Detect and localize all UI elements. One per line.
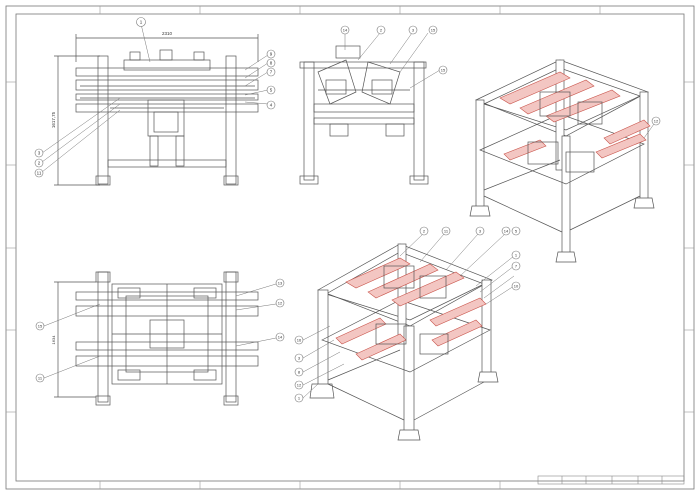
front-view-leaders xyxy=(41,23,269,173)
zone-markers xyxy=(6,6,694,489)
iso-view-upper xyxy=(469,59,655,263)
balloon xyxy=(266,49,276,59)
balloon-label: 7 xyxy=(515,264,518,269)
balloon-label: 3 xyxy=(479,229,482,234)
balloon xyxy=(419,226,429,236)
balloon xyxy=(34,168,44,178)
balloon xyxy=(275,298,285,308)
balloon-label: 3 xyxy=(38,151,41,156)
balloon xyxy=(441,226,451,236)
balloon-label: 12 xyxy=(654,119,659,124)
iso-upper-leaders xyxy=(643,123,655,139)
balloon xyxy=(34,158,44,168)
balloon xyxy=(34,148,44,158)
balloon xyxy=(501,226,511,236)
balloon xyxy=(266,58,276,68)
sheet-outer-border xyxy=(5,5,695,490)
title-block xyxy=(537,475,685,485)
balloon-label: 2 xyxy=(38,161,41,166)
balloon xyxy=(266,67,276,77)
balloon-label: 15 xyxy=(431,28,436,33)
balloon xyxy=(294,335,304,345)
balloon xyxy=(294,380,304,390)
side-view xyxy=(299,45,429,185)
balloon-label: 8 xyxy=(270,61,273,66)
side-view-leaders xyxy=(344,32,441,89)
balloon-label: 12 xyxy=(297,383,302,388)
iso-view-lower xyxy=(309,243,499,441)
balloon-label: 14 xyxy=(343,28,348,33)
balloon-label: 3 xyxy=(412,28,415,33)
balloon-label: 2 xyxy=(423,229,426,234)
balloon xyxy=(511,281,521,291)
balloon xyxy=(428,25,438,35)
balloon xyxy=(340,25,350,35)
top-view-leaders xyxy=(43,283,277,379)
front-width-dim: 2310 xyxy=(162,31,173,36)
front-view xyxy=(54,34,259,186)
balloon-label: 5 xyxy=(270,88,273,93)
balloon-label: 7 xyxy=(270,70,273,75)
balloon-label: 8 xyxy=(298,370,301,375)
balloon xyxy=(35,373,45,383)
balloon-label: 5 xyxy=(515,229,518,234)
balloon xyxy=(294,367,304,377)
balloon-label: 1 xyxy=(515,253,518,258)
balloon-label: 15 xyxy=(441,68,446,73)
balloon xyxy=(511,250,521,260)
balloon xyxy=(475,226,485,236)
balloon xyxy=(408,25,418,35)
balloon-label: 15 xyxy=(38,324,43,329)
iso-lower-balloons xyxy=(294,226,521,403)
iso-upper-balloons xyxy=(651,116,661,126)
balloon-label: 9 xyxy=(270,52,273,57)
top-view xyxy=(54,271,259,406)
balloon-label: 1 xyxy=(140,20,143,25)
balloon-label: 12 xyxy=(278,301,283,306)
balloon xyxy=(511,261,521,271)
top-view-balloons xyxy=(35,278,285,383)
balloon xyxy=(35,321,45,331)
balloon-label: 13 xyxy=(278,281,283,286)
top-depth-dim: 1634 xyxy=(51,335,56,345)
balloon xyxy=(275,278,285,288)
balloon-label: 14 xyxy=(278,335,283,340)
balloon xyxy=(438,65,448,75)
iso-lower-leaders xyxy=(302,233,515,399)
balloon-label: 16 xyxy=(297,338,302,343)
balloon-label: 4 xyxy=(270,103,273,108)
balloon xyxy=(651,116,661,126)
balloon xyxy=(511,226,521,236)
balloon-label: 3 xyxy=(298,356,301,361)
front-height-dim: 1617,75 xyxy=(51,111,56,128)
balloon xyxy=(294,393,304,403)
balloon xyxy=(376,25,386,35)
sheet-inner-border xyxy=(15,13,685,482)
balloon xyxy=(294,353,304,363)
balloon xyxy=(275,332,285,342)
balloon-label: 14 xyxy=(504,229,509,234)
balloon-label: 11 xyxy=(444,229,449,234)
balloon-label: 10 xyxy=(514,284,519,289)
balloon xyxy=(266,100,276,110)
balloon-label: 11 xyxy=(37,171,42,176)
balloon-label: 11 xyxy=(38,376,43,381)
front-view-balloons xyxy=(34,17,276,178)
balloon xyxy=(136,17,146,27)
balloon-label: 2 xyxy=(380,28,383,33)
side-view-balloons xyxy=(340,25,448,75)
balloon xyxy=(266,85,276,95)
balloon-label: 1 xyxy=(298,396,301,401)
